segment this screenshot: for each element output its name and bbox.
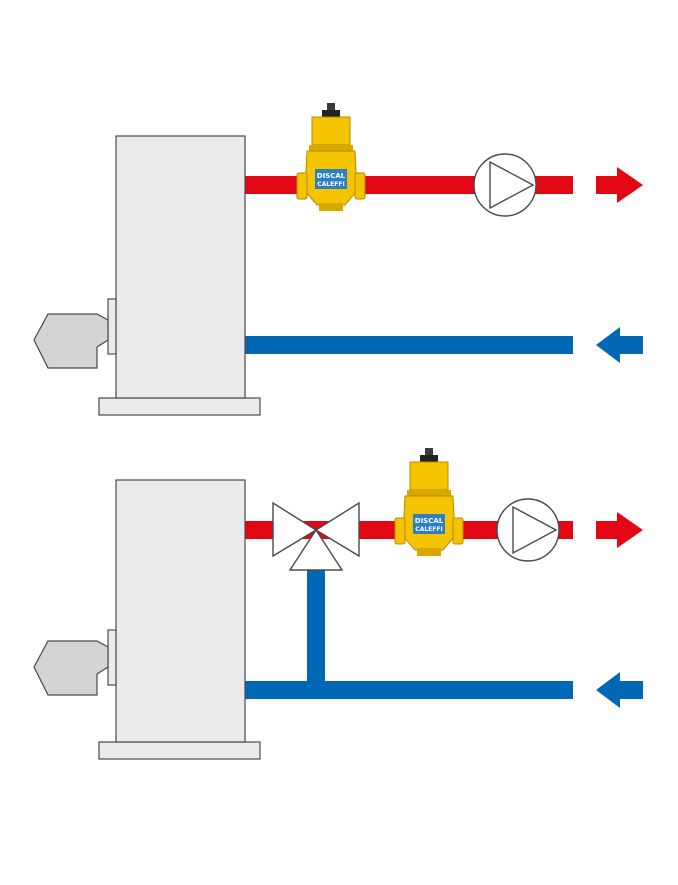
boiler-base: [98, 397, 261, 416]
air-separator-valve-icon: DISCAL CALEFFI: [394, 448, 464, 556]
valve-right-connection: [452, 517, 464, 545]
boiler-base: [98, 741, 261, 760]
valve-maker-label: CALEFFI: [415, 526, 442, 533]
valve-collar: [309, 145, 353, 151]
valve-right-connection: [354, 172, 366, 200]
return-pipe-cold: [245, 681, 573, 699]
return-in-arrow-icon: [596, 327, 643, 363]
boiler-body: [115, 479, 246, 743]
valve-upper-body: [409, 461, 449, 491]
valve-maker-label: CALEFFI: [317, 181, 344, 188]
burner-housing: [33, 640, 109, 696]
valve-vent-nut: [420, 455, 438, 462]
valve-drain: [417, 548, 441, 556]
valve-label-plate: [413, 514, 445, 534]
flow-out-arrow-icon: [596, 512, 643, 548]
diagram-top-direct-circuit: DISCAL CALEFFI: [33, 103, 643, 416]
burner-flange: [107, 298, 117, 355]
valve-drain: [319, 203, 343, 211]
valve-upper-body: [311, 116, 351, 146]
valve-left-connection: [394, 517, 406, 545]
return-in-arrow-icon: [596, 672, 643, 708]
burner-housing: [33, 313, 109, 369]
burner-flange: [107, 629, 117, 686]
pump-triangle: [489, 160, 535, 210]
three-way-valve-icon: [272, 501, 360, 571]
valve-vent-nut: [322, 110, 340, 117]
three-way-valve-left-port: [272, 501, 318, 558]
circulation-pump-icon: [473, 153, 537, 217]
three-way-valve-bottom-port: [288, 528, 344, 571]
burner-icon: [33, 298, 117, 369]
flow-out-arrow-icon: [596, 167, 643, 203]
valve-vent-cap: [327, 103, 335, 111]
bypass-pipe-cold: [307, 566, 325, 682]
valve-collar: [407, 490, 451, 496]
diagram-bottom-mixing-circuit: DISCAL CALEFFI: [33, 448, 643, 760]
pump-triangle: [512, 505, 558, 555]
three-way-valve-right-port: [314, 501, 360, 558]
air-separator-valve-icon: DISCAL CALEFFI: [296, 103, 366, 211]
circulation-pump-icon: [496, 498, 560, 562]
burner-icon: [33, 629, 117, 696]
valve-brand-label: DISCAL: [415, 517, 444, 525]
valve-brand-label: DISCAL: [317, 172, 346, 180]
valve-left-connection: [296, 172, 308, 200]
boiler-body: [115, 135, 246, 399]
return-pipe-cold: [245, 336, 573, 354]
valve-vent-cap: [425, 448, 433, 456]
valve-label-plate: [315, 169, 347, 189]
